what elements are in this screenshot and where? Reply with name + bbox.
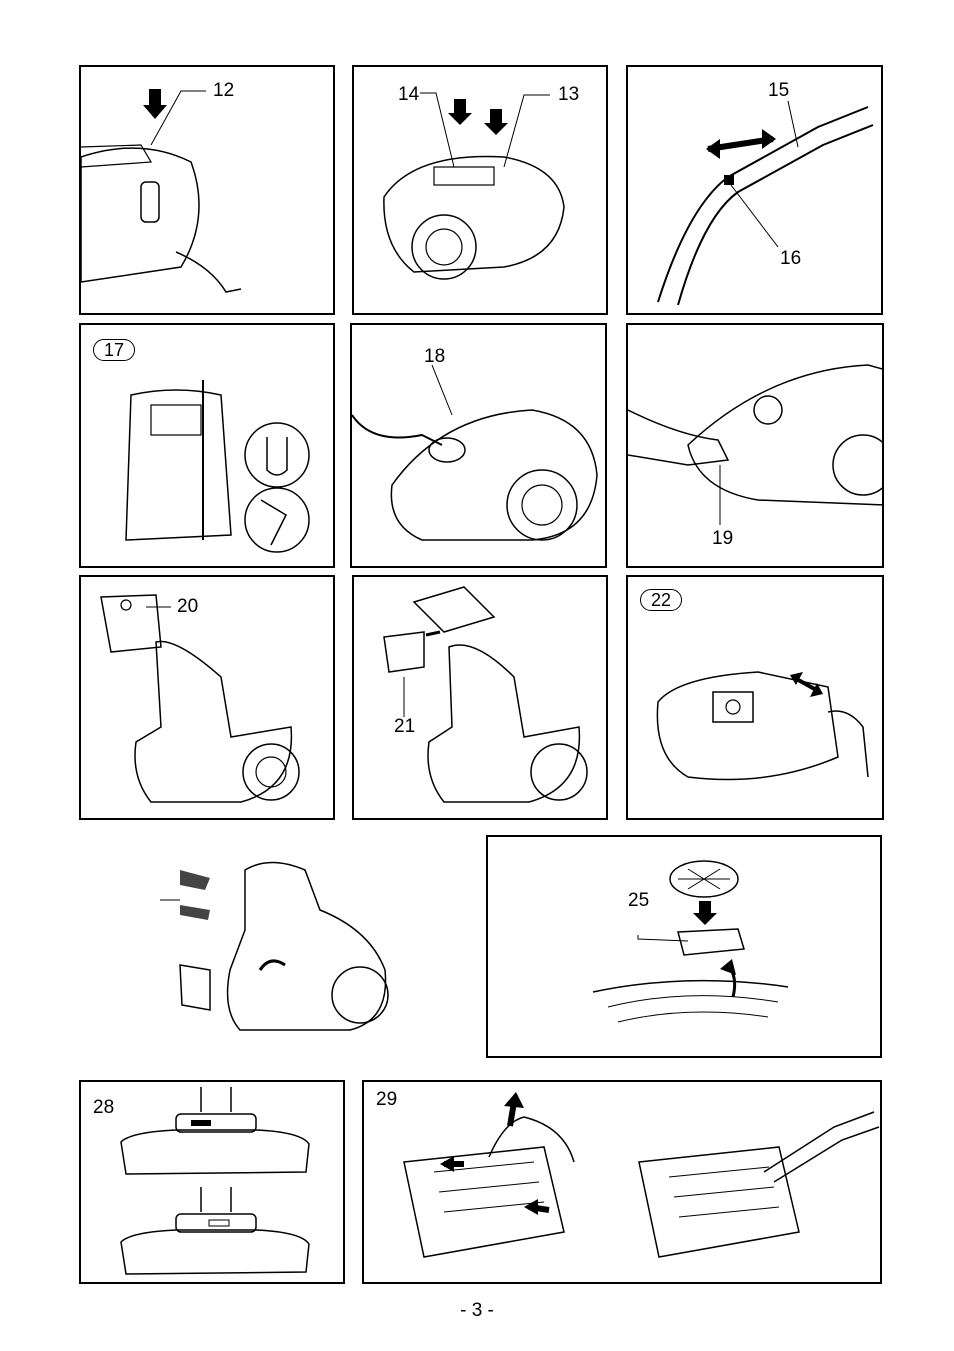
vacuum-upright-parking-illustration [81, 325, 335, 568]
figure-panel-19: 19 [626, 323, 884, 568]
figure-panel-15-16: 15 16 [626, 65, 883, 315]
filter-replacement-illustration [150, 850, 420, 1050]
figure-panel-29: 29 [362, 1080, 882, 1284]
floor-nozzle-switch-illustration [81, 1082, 345, 1284]
exhaust-filter-illustration [488, 837, 882, 1058]
callout-label-12: 12 [213, 81, 234, 100]
figure-panel-22: 22 [626, 575, 884, 820]
figure-panel-18: 18 [350, 323, 607, 568]
bag-holder-illustration [354, 577, 608, 820]
callout-label-16: 16 [780, 249, 801, 268]
filter-replacement-drawing [150, 850, 420, 1050]
callout-label-19: 19 [712, 529, 733, 548]
vacuum-illustration [81, 67, 335, 315]
figure-panel-20: 20 [79, 575, 335, 820]
page-number: - 3 - [0, 1300, 954, 1322]
callout-label-29: 29 [376, 1090, 397, 1109]
figure-panel-12: 12 [79, 65, 335, 315]
dust-bag-removal-illustration [81, 577, 335, 820]
step-label-17: 17 [93, 339, 135, 361]
figure-panel-13-14: 14 13 [352, 65, 608, 315]
vacuum-hose-connect-illustration [352, 325, 607, 568]
figure-panel-28: 28 [79, 1080, 345, 1284]
bag-closing-illustration [628, 577, 884, 820]
step-label-22: 22 [640, 589, 682, 611]
figure-panel-21: 21 [352, 575, 608, 820]
figure-panel-25: 25 [486, 835, 882, 1058]
callout-label-13: 13 [558, 85, 579, 104]
figure-panel-17: 17 [79, 323, 335, 568]
callout-label-14: 14 [398, 85, 419, 104]
callout-label-28: 28 [93, 1098, 114, 1117]
callout-label-25: 25 [628, 891, 649, 910]
turbo-brush-cleaning-illustration [364, 1082, 882, 1284]
callout-label-20: 20 [177, 597, 198, 616]
lid-release-illustration [628, 325, 884, 568]
callout-label-18: 18 [424, 347, 445, 366]
hose-handle-illustration [628, 67, 883, 315]
callout-label-21: 21 [394, 717, 415, 736]
callout-label-15: 15 [768, 81, 789, 100]
